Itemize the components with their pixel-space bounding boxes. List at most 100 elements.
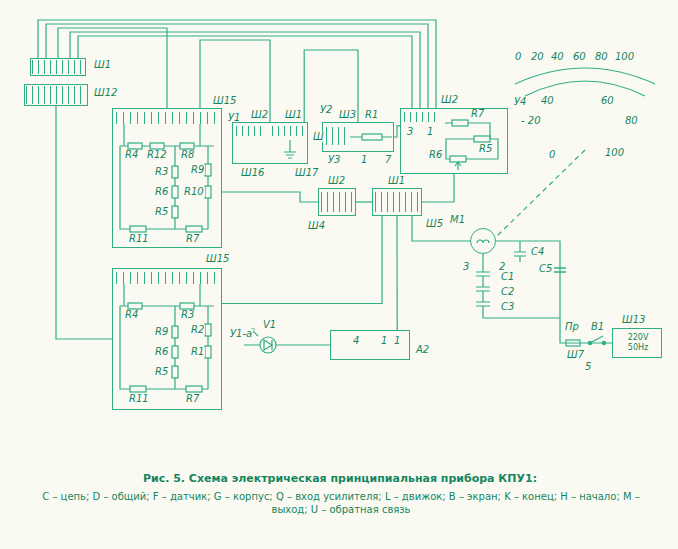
- designator-label: M1: [449, 215, 466, 225]
- component-label: 3: [462, 262, 470, 272]
- connector-pins: [272, 126, 304, 136]
- component-label: 3: [406, 127, 414, 137]
- connector-pins: [321, 192, 353, 212]
- meter-wiring: [446, 123, 498, 170]
- component-label: C3: [500, 302, 515, 312]
- circuit-wire: [412, 216, 470, 241]
- connector-block: Ш2Ш4: [318, 188, 356, 216]
- connector-pins: [326, 127, 350, 145]
- figure-caption: Рис. 5. Схема электрическая принципиальн…: [30, 472, 650, 486]
- component-label: 1: [360, 155, 368, 165]
- resistor-symbol: [452, 120, 468, 126]
- component-label: Ш: [312, 132, 325, 142]
- component-label: R6: [154, 187, 169, 197]
- component-label: Ш15: [205, 254, 230, 264]
- resistor-symbol: [172, 186, 178, 198]
- resistor-symbol: [186, 386, 202, 392]
- designator-label: Ш2: [327, 176, 346, 186]
- resistor-symbol: [205, 164, 211, 176]
- component-label: 1: [393, 336, 401, 346]
- component-label: R7: [470, 109, 485, 119]
- resistor-symbol: [205, 346, 211, 358]
- designator-label: У2: [319, 105, 333, 115]
- component-label: R3: [154, 167, 169, 177]
- component-label: 7: [384, 155, 392, 165]
- component-label: Ш15: [212, 96, 237, 106]
- connector-pins: [375, 192, 419, 212]
- component-label: Ш1: [284, 110, 303, 120]
- connector-board: У2: [232, 122, 308, 164]
- component-label: 0: [548, 150, 556, 160]
- circuit-wire: [496, 241, 612, 343]
- component-label: 80: [624, 116, 639, 126]
- art-group: [26, 20, 655, 392]
- mains-plug: Ш13220V 50Hz: [612, 328, 662, 358]
- resistor-symbol: [128, 303, 142, 309]
- designator-label: Ш5: [425, 219, 444, 229]
- component-label: Ш16: [240, 168, 265, 178]
- resistor-symbol: [205, 186, 211, 198]
- component-label: 20: [530, 52, 545, 62]
- component-label: R5: [478, 144, 493, 154]
- connector-pins: [116, 112, 218, 124]
- component-label: - 20: [520, 116, 542, 126]
- designator-label: Ш1: [387, 176, 406, 186]
- component-label: R5: [154, 367, 169, 377]
- component-label: 40: [540, 96, 555, 106]
- switch-symbol: [590, 336, 603, 343]
- component-label: 2: [498, 262, 506, 272]
- component-label: 0: [514, 52, 522, 62]
- board-wiring: [120, 284, 214, 389]
- component-label: R4: [124, 310, 139, 320]
- component-label: 40: [550, 52, 565, 62]
- meter-board: У4: [400, 108, 508, 174]
- plug-rating: 220V 50Hz: [616, 333, 660, 353]
- meter-needle-link: [497, 150, 585, 236]
- component-label: 100: [604, 148, 625, 158]
- designator-label: A2: [415, 345, 430, 355]
- component-label: 100: [614, 52, 635, 62]
- led-symbol: [260, 337, 276, 353]
- resistor-symbol: [205, 324, 211, 336]
- resistor-group: [128, 120, 580, 392]
- circuit-wire: [356, 201, 372, 202]
- designator-label: Ш4: [307, 221, 326, 231]
- designator-label: Ш12: [93, 88, 118, 98]
- circuit-wire: [304, 50, 358, 122]
- component-label: 80: [594, 52, 609, 62]
- resistor-symbol: [128, 143, 142, 149]
- resistor-symbol: [172, 346, 178, 358]
- component-label: V1: [262, 320, 277, 330]
- component-label: 5: [584, 362, 592, 372]
- component-label: R2: [190, 325, 205, 335]
- component-label: R10: [183, 187, 205, 197]
- component-label: 4: [352, 336, 360, 346]
- component-label: R1: [190, 347, 205, 357]
- connector-pins: [116, 272, 218, 284]
- resistor-symbol: [172, 326, 178, 338]
- resistor-symbol: [186, 226, 202, 232]
- component-label: R5: [154, 207, 169, 217]
- component-label: R11: [128, 394, 150, 404]
- board-wiring: [120, 124, 214, 229]
- component-label: В1: [590, 322, 605, 332]
- resistor-symbol: [130, 226, 146, 232]
- connector-block: Ш12: [24, 84, 88, 106]
- circuit-board: У1: [112, 108, 222, 248]
- capacitor-symbol: [514, 241, 526, 262]
- component-label: R8: [180, 150, 195, 160]
- circuit-wire: [56, 106, 112, 339]
- ground-symbol: [284, 140, 296, 158]
- component-label: R11: [128, 234, 150, 244]
- component-label: 1: [426, 127, 434, 137]
- component-label: R1: [364, 110, 379, 120]
- connector-pins: [32, 60, 84, 74]
- designator-label: У4: [513, 97, 527, 107]
- designator-label: Ш13: [621, 315, 646, 325]
- circuit-board: У1-а: [112, 268, 222, 410]
- connector-block: Ш1Ш5: [372, 188, 422, 216]
